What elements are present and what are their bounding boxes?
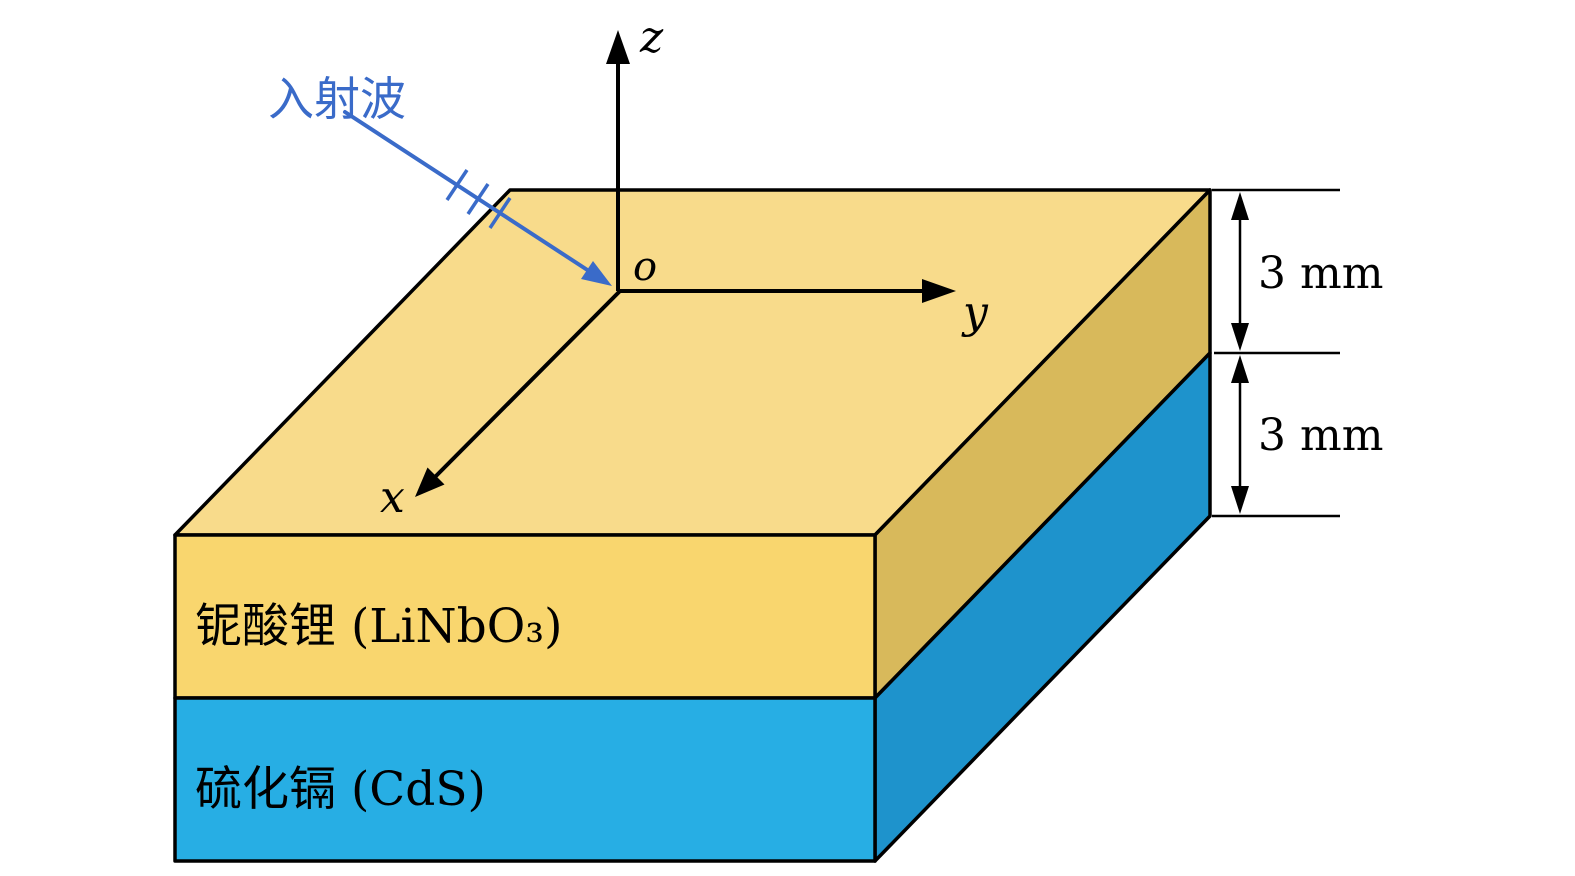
dimension-annotations: 3 mm 3 mm [1212, 188, 1383, 518]
dimension-arrowhead [1231, 355, 1249, 383]
incident-wave-label: 入射波 [268, 72, 406, 126]
thickness-label-cds: 3 mm [1258, 410, 1383, 461]
y-axis-arrowhead [922, 279, 956, 303]
wavefront-tick [445, 169, 469, 201]
wavefront-tick [488, 197, 512, 229]
x-axis [432, 289, 622, 480]
slab-3d-box: 铌酸锂 (LiNbO₃) 硫化镉 (CdS) [173, 188, 1212, 863]
origin-label: o [633, 244, 657, 290]
front-face-cds [173, 696, 877, 863]
incident-wave: 入射波 [268, 72, 612, 286]
z-axis-label: z [639, 12, 664, 63]
thickness-label-linbo3: 3 mm [1258, 248, 1383, 299]
wavefront-tick [466, 183, 490, 215]
dimension-arrowhead [1231, 323, 1249, 351]
coordinate-axes: z y x o [380, 12, 989, 523]
linbo3-layer-label: 铌酸锂 (LiNbO₃) [195, 599, 562, 654]
incident-wave-arrowhead [581, 261, 612, 286]
y-axis-label: y [961, 287, 989, 338]
incident-wave-ray [343, 110, 594, 275]
dimension-arrowhead [1231, 486, 1249, 514]
dimension-arrowhead [1231, 192, 1249, 220]
x-axis-arrowhead [415, 467, 445, 497]
x-axis-label: x [380, 472, 405, 523]
cds-layer-label: 硫化镉 (CdS) [195, 762, 486, 817]
z-axis-arrowhead [606, 30, 630, 64]
